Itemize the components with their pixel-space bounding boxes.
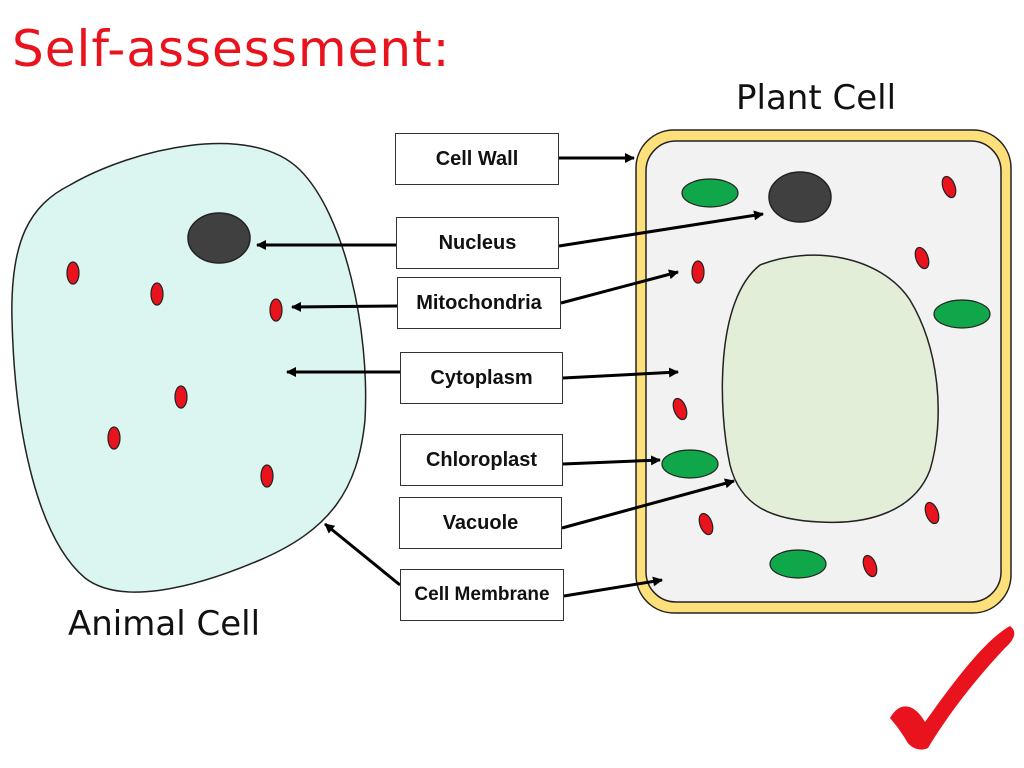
label-chloroplast: Chloroplast: [400, 434, 563, 486]
plant-nucleus: [768, 171, 832, 223]
arrow-chloroplast-plant: [562, 455, 661, 466]
animal-mitochondrion: [269, 298, 283, 322]
plant-cell-caption: Plant Cell: [736, 78, 897, 118]
animal-nucleus: [187, 212, 251, 264]
label-cell-wall: Cell Wall: [395, 133, 559, 185]
animal-mitochondria-group: [66, 261, 283, 488]
plant-chloroplast: [769, 549, 827, 579]
plant-chloroplast-group: [661, 178, 991, 579]
animal-cell-body: [11, 142, 367, 593]
page-title: Self-assessment:: [12, 20, 451, 78]
plant-mitochondrion: [914, 246, 930, 270]
plant-mitochondrion: [941, 175, 957, 199]
arrow-mitochondria-plant: [560, 269, 679, 305]
arrow-nucleus-plant: [558, 210, 764, 248]
checkmark-icon: [890, 626, 1015, 750]
arrow-membrane-plant: [563, 576, 663, 598]
plant-arrows: [558, 153, 764, 598]
label-vacuole: Vacuole: [399, 497, 562, 549]
arrow-cytoplasm-plant: [562, 367, 679, 380]
animal-cell-caption: Animal Cell: [68, 604, 261, 644]
animal-mitochondrion: [260, 464, 274, 488]
animal-arrows: [256, 240, 401, 587]
animal-mitochondrion: [150, 282, 164, 306]
animal-mitochondrion: [107, 426, 121, 450]
arrow-vacuole-plant: [561, 478, 735, 530]
plant-mitochondrion: [672, 397, 688, 421]
plant-mitochondrion: [698, 512, 714, 536]
plant-chloroplast: [933, 299, 991, 329]
plant-mitochondrion: [862, 554, 878, 578]
label-mitochondria: Mitochondria: [397, 277, 561, 329]
plant-vacuole: [721, 254, 939, 524]
plant-mitochondria-group: [672, 175, 957, 578]
arrow-membrane-animal: [324, 522, 401, 587]
plant-mitochondrion: [924, 501, 940, 525]
plant-chloroplast: [661, 449, 719, 479]
animal-mitochondrion: [66, 261, 80, 285]
plant-mitochondrion: [691, 260, 705, 284]
label-nucleus: Nucleus: [396, 217, 559, 269]
label-cytoplasm: Cytoplasm: [400, 352, 563, 404]
animal-mitochondrion: [174, 385, 188, 409]
plant-chloroplast: [681, 178, 739, 208]
label-cell-membrane: Cell Membrane: [400, 569, 564, 621]
arrow-mitochondria-animal: [291, 301, 398, 312]
